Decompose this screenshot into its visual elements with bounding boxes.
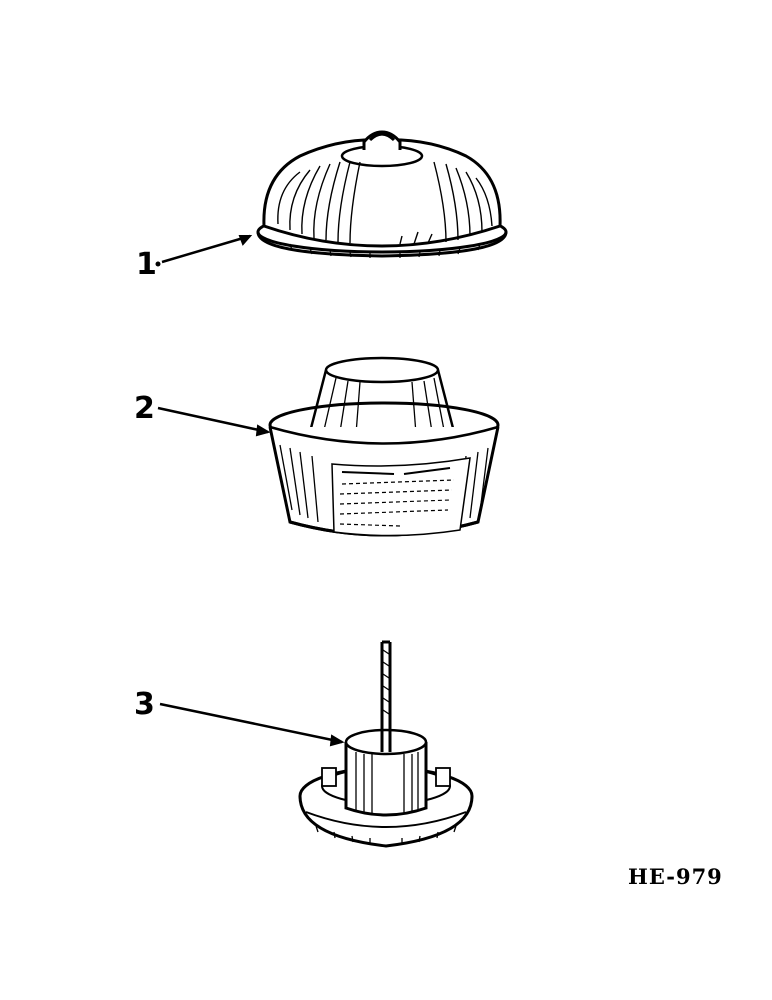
leader-2 [157,406,269,434]
leader-1-arrow [238,235,253,246]
callout-1: 1 [136,247,157,282]
leader-3-arrow [329,734,345,747]
leader-1 [161,234,251,264]
part-3-base [298,640,474,848]
drawing-id-label: HE-979 [628,864,723,889]
leader-3 [159,702,343,744]
callout-2: 2 [134,391,155,426]
callout-3: 3 [134,687,155,722]
callout-1-dot [155,261,161,267]
part-1-cover [256,130,508,258]
part-2-cup [268,356,500,537]
leader-lines [157,234,345,747]
leader-2-arrow [255,424,271,437]
